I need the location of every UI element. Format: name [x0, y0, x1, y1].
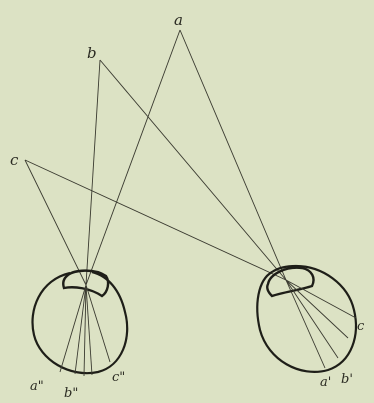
ray-b-right-eye	[99, 59, 287, 281]
right-refracted-ray-c	[285, 279, 357, 319]
right-eyeball	[256, 264, 358, 373]
right-refracted-ray-a	[285, 279, 326, 369]
right-image-label-a: a'	[320, 375, 331, 390]
ray-a-right-eye	[179, 29, 287, 281]
left-refracted-ray-a	[59, 284, 87, 373]
right-eye-lens	[266, 266, 315, 298]
left-image-label-b: b"	[64, 386, 78, 401]
left-refracted-ray-c	[85, 284, 111, 363]
left-image-label-a: a"	[30, 379, 44, 394]
left-eyeball	[31, 270, 129, 375]
left-image-label-c: c"	[112, 370, 125, 385]
right-refracted-ray-b	[285, 279, 339, 359]
point-label-a: a	[174, 11, 183, 29]
left-refracted-ray-b2	[85, 284, 93, 376]
right-image-label-c: c	[357, 319, 365, 334]
left-refracted-ray-b	[83, 284, 87, 377]
right-image-label-b: b'	[341, 372, 353, 387]
ray-c-right-eye	[24, 159, 287, 281]
point-label-b: b	[87, 44, 97, 62]
ray-a-left-eye	[85, 29, 181, 286]
ray-c-left-eye	[24, 159, 87, 286]
left-refracted-ray-a2	[74, 284, 87, 375]
right-refracted-ray-c2	[285, 279, 349, 339]
left-eye-lens	[62, 269, 110, 298]
point-label-c: c	[10, 151, 19, 169]
ray-b-left-eye	[85, 59, 101, 286]
